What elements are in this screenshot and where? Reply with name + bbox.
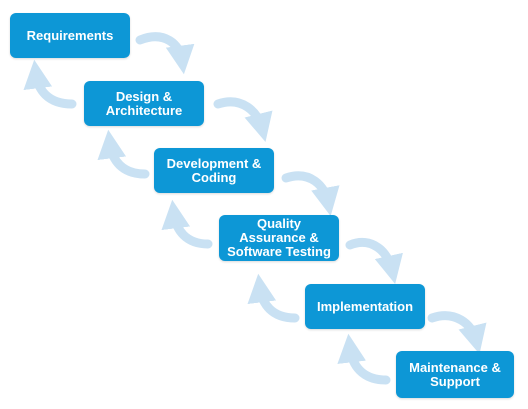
- step-maintenance-support: Maintenance & Support: [396, 351, 514, 398]
- back-arrow-1: [23, 59, 77, 109]
- forward-arrow-2: [213, 97, 273, 142]
- step-implementation: Implementation: [305, 284, 425, 329]
- step-requirements: Requirements: [10, 13, 130, 58]
- back-arrow-5: [337, 333, 391, 385]
- step-development-coding: Development & Coding: [154, 148, 274, 193]
- back-arrow-4: [247, 273, 300, 323]
- forward-arrow-3: [281, 171, 340, 217]
- forward-arrow-5: [427, 311, 487, 354]
- forward-arrow-4: [345, 237, 403, 285]
- back-arrow-3: [161, 199, 213, 249]
- step-quality-assurance-testing: Quality Assurance & Software Testing: [219, 215, 339, 261]
- forward-arrow-1: [135, 32, 195, 75]
- back-arrow-2: [97, 129, 150, 179]
- step-design-architecture: Design & Architecture: [84, 81, 204, 126]
